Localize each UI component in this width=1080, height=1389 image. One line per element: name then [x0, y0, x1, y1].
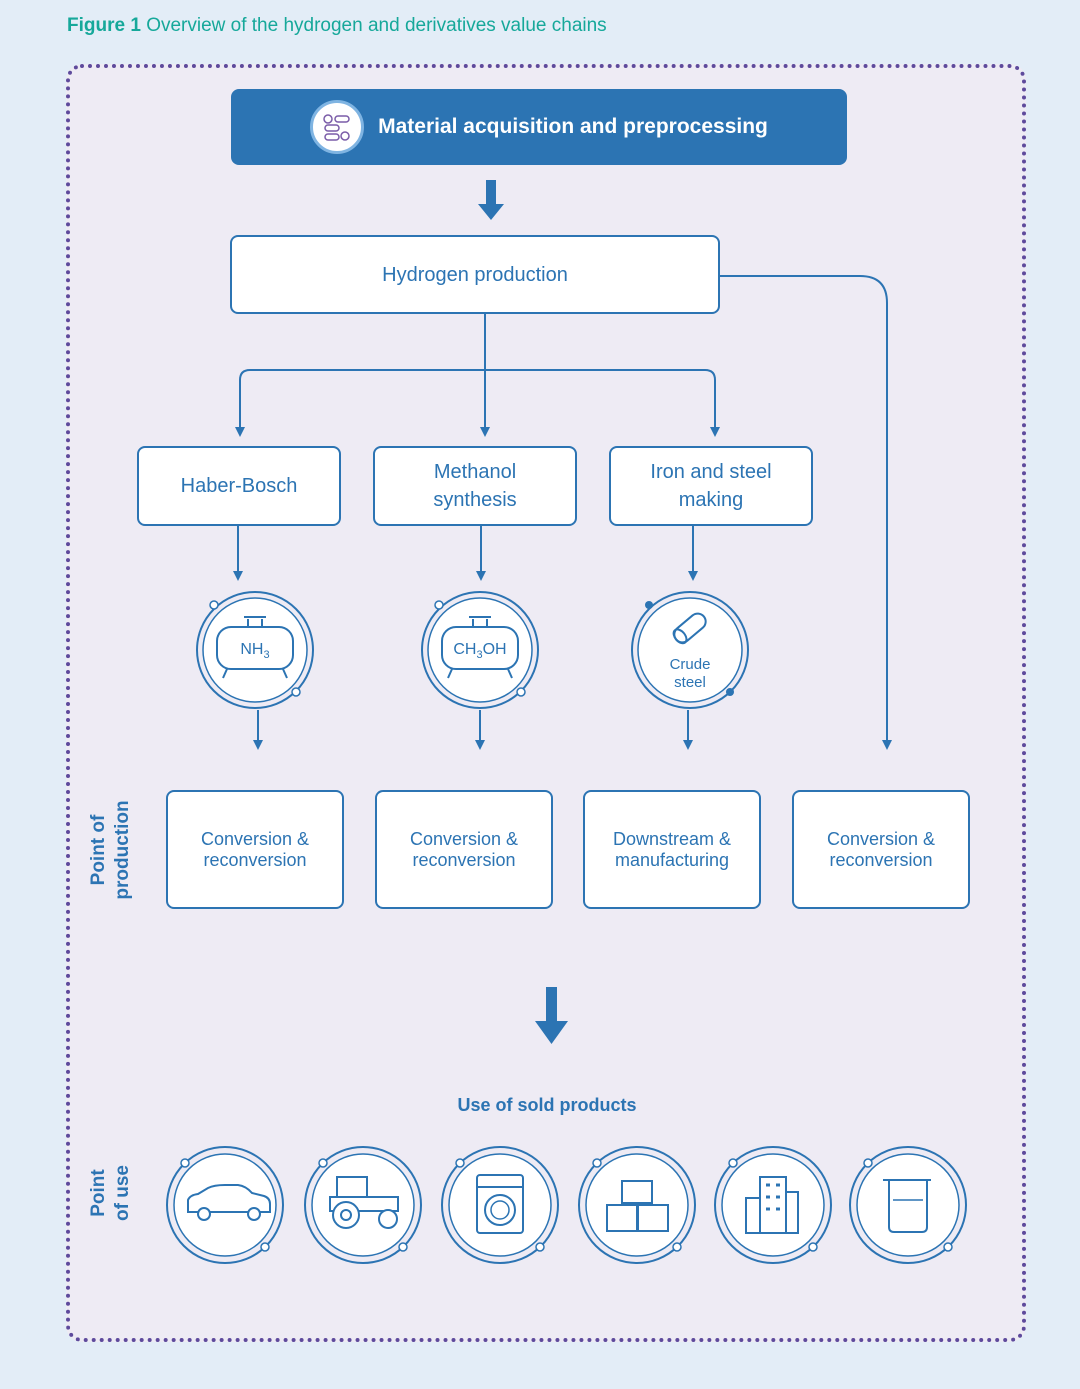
methanol-synthesis-box: Methanol synthesis [373, 446, 577, 526]
output-1-line2: reconversion [203, 849, 307, 870]
haber-bosch-label: Haber-Bosch [180, 475, 298, 497]
output-4-line1: Conversion & [826, 828, 936, 849]
big-arrow-2 [535, 987, 568, 1044]
hydrogen-production-label: Hydrogen production [382, 263, 568, 286]
iron-steel-box: Iron and steel making [609, 446, 813, 526]
nh3-sub: 3 [263, 649, 270, 662]
big-arrow-1 [478, 180, 504, 220]
crude-steel-line1: Crude [669, 656, 711, 673]
connector-left-branch [235, 369, 251, 437]
output-box-3: Downstream & manufacturing [583, 790, 761, 909]
output-4-line2: reconversion [829, 849, 933, 870]
iron-steel-label-line1: Iron and steel [650, 461, 772, 483]
output-3-line2: manufacturing [614, 849, 730, 870]
figure-caption: Figure 1 Overview of the hydrogen and de… [67, 15, 607, 37]
hydrogen-production-box: Hydrogen production [230, 235, 720, 314]
connector-bypass [720, 275, 892, 750]
output-1-line1: Conversion & [200, 828, 310, 849]
use-circle-tractor [304, 1146, 422, 1264]
use-line2: of use [112, 1165, 133, 1221]
point-of-production-label: Point of production [87, 790, 137, 910]
use-circle-car [166, 1146, 284, 1264]
product-circle-ch3oh [421, 591, 539, 709]
material-acquisition-box: Material acquisition and preprocessing [231, 89, 847, 165]
ch3oh-main: CH [453, 641, 477, 658]
use-circle-boxes [578, 1146, 696, 1264]
use-of-sold-products-title: Use of sold products [457, 1095, 637, 1115]
material-acquisition-label: Material acquisition and preprocessing [378, 115, 768, 138]
output-box-2: Conversion & reconversion [375, 790, 553, 909]
production-line1: Point of [88, 814, 109, 886]
use-line1: Point [88, 1169, 109, 1217]
product-circle-nh3 [196, 591, 314, 709]
output-2-line2: reconversion [412, 849, 516, 870]
ch3oh-tail: OH [482, 641, 507, 658]
output-2-line1: Conversion & [409, 828, 519, 849]
iron-steel-label-line2: making [678, 489, 744, 511]
nh3-label: NH3 [225, 641, 285, 664]
connector-right-branch [250, 369, 720, 437]
crude-steel-label: Crude steel [655, 656, 725, 692]
haber-bosch-box: Haber-Bosch [137, 446, 341, 526]
ch3oh-sub: 3 [476, 649, 483, 662]
output-box-1: Conversion & reconversion [166, 790, 344, 909]
ch3oh-label: CH3OH [445, 641, 515, 664]
use-circle-beaker [849, 1146, 967, 1264]
methanol-label-line1: Methanol [433, 461, 517, 483]
figure-title: Overview of the hydrogen and derivatives… [146, 15, 607, 36]
figure-number: Figure 1 [67, 15, 141, 36]
process-flow-icon [310, 100, 365, 154]
use-circle-washer [441, 1146, 559, 1264]
use-circle-buildings [714, 1146, 832, 1264]
nh3-main: NH [240, 641, 264, 658]
production-line2: production [112, 800, 133, 900]
crude-steel-line2: steel [674, 674, 706, 691]
product-circle-steel [631, 591, 749, 709]
output-3-line1: Downstream & [612, 828, 732, 849]
output-box-4: Conversion & reconversion [792, 790, 970, 909]
methanol-label-line2: synthesis [433, 489, 517, 511]
point-of-use-label: Point of use [87, 1153, 137, 1233]
